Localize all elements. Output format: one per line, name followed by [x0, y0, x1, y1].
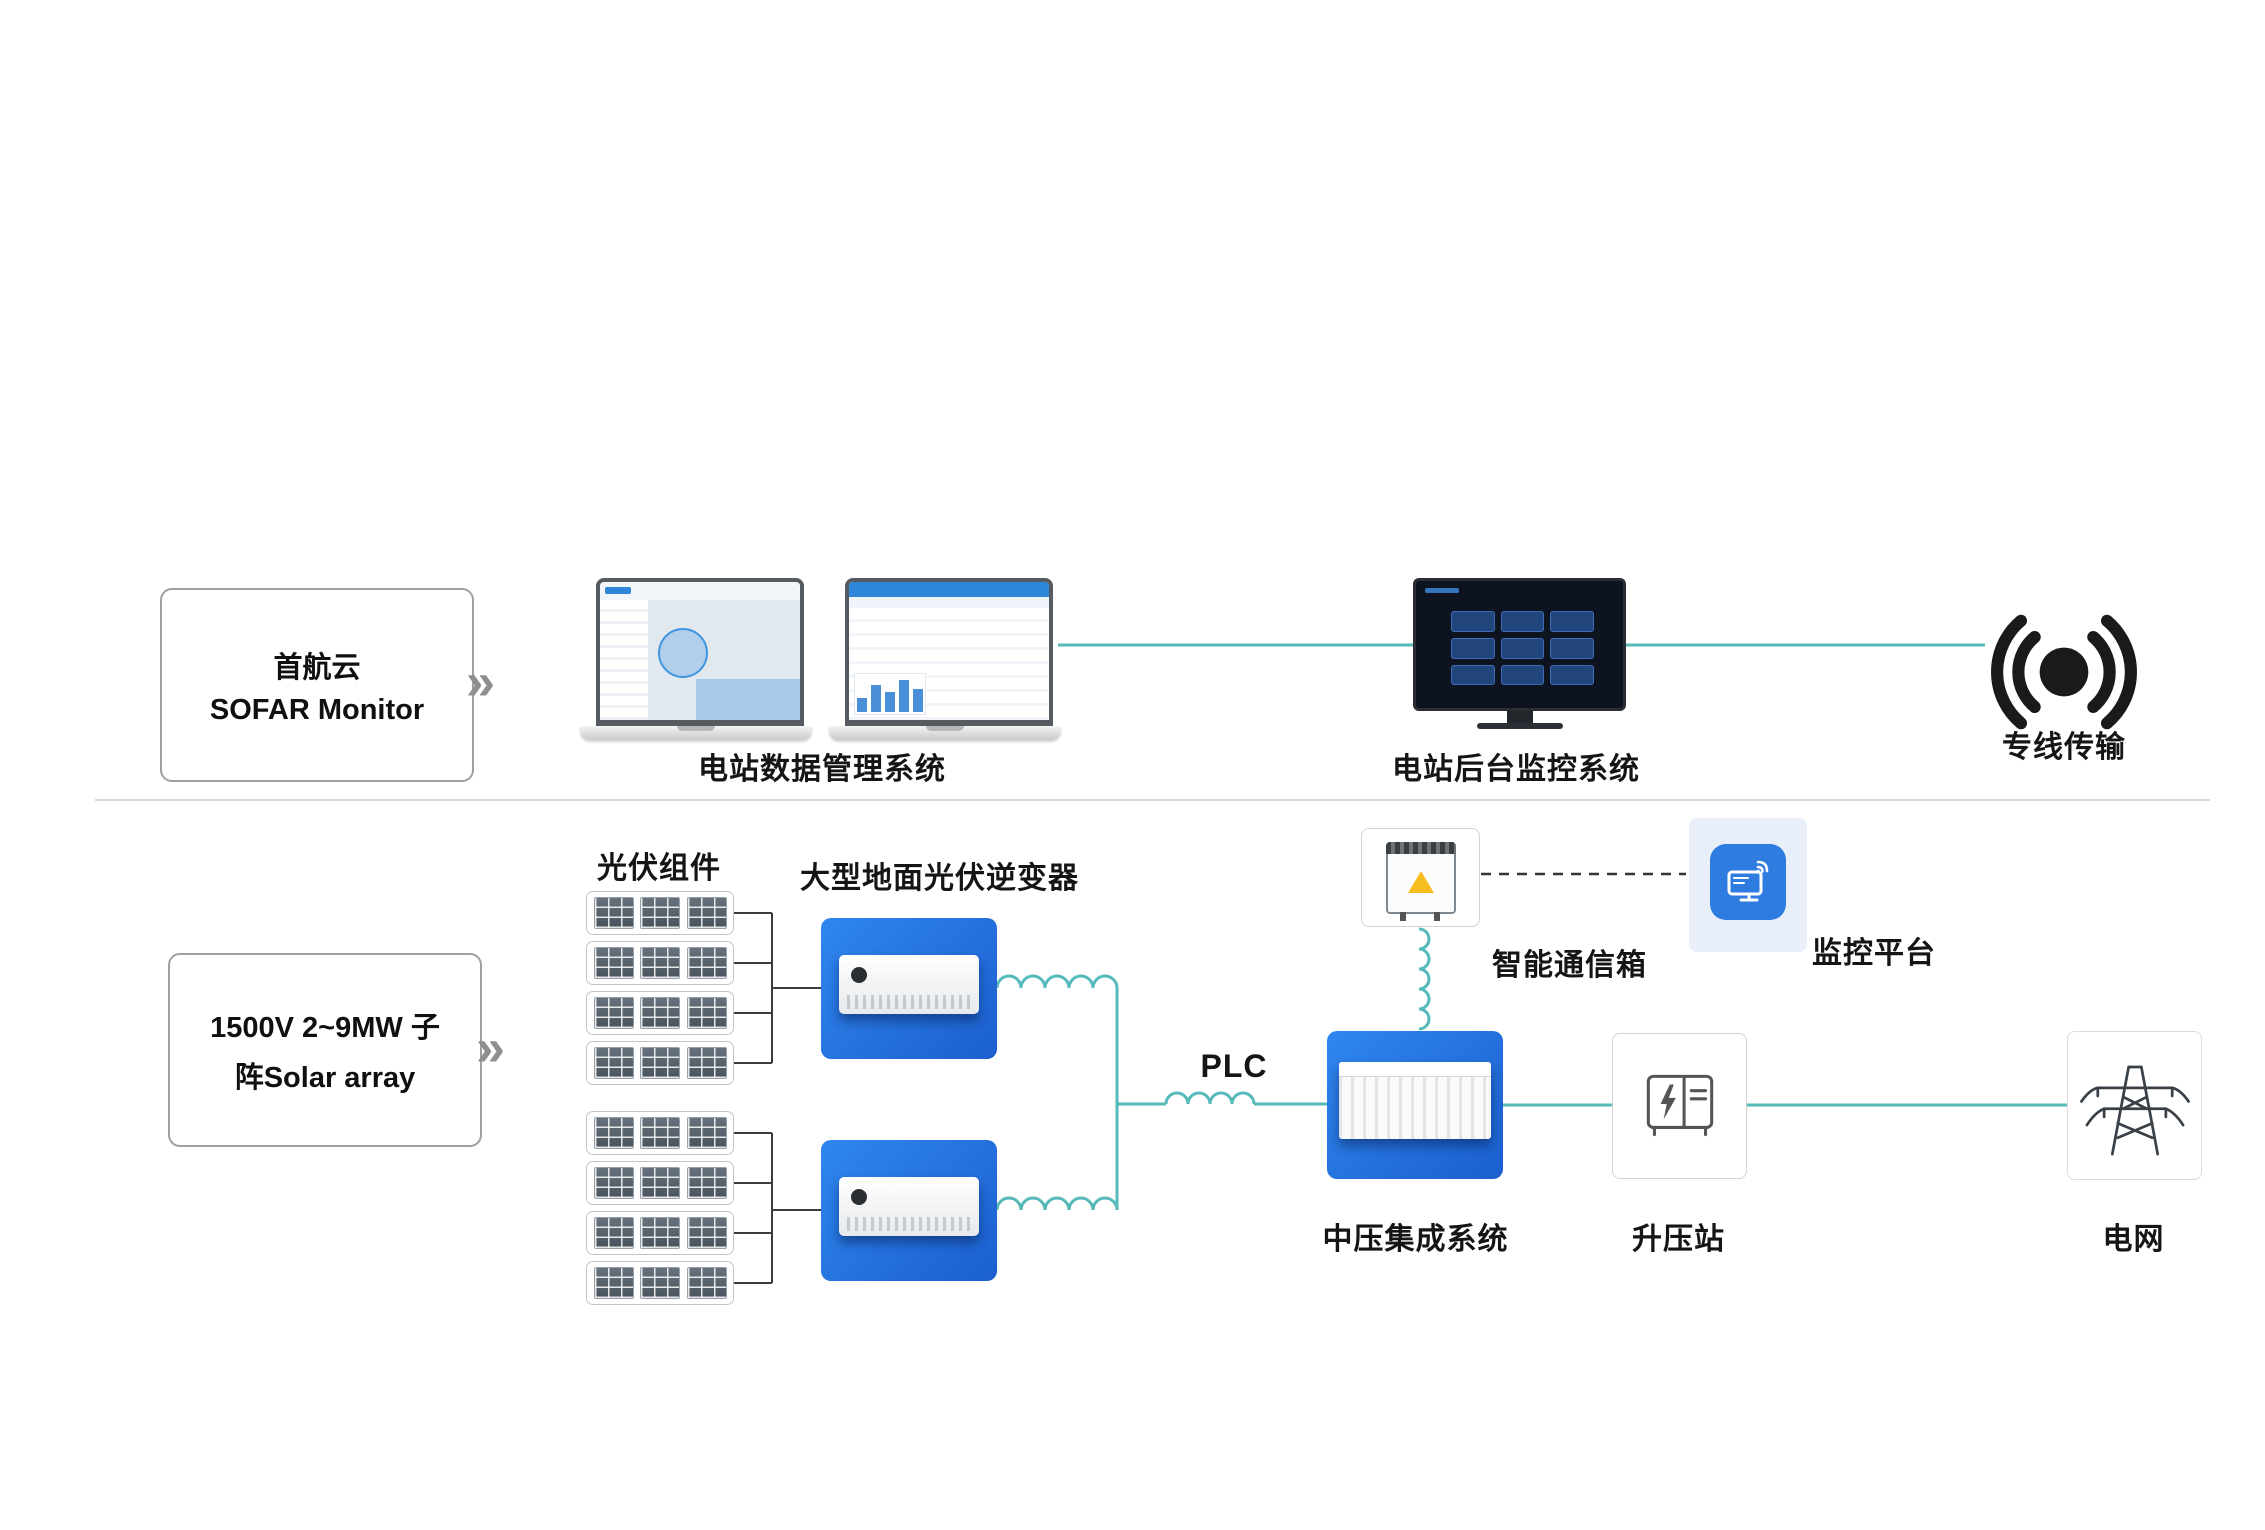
sofar-box-line1: 首航云 [273, 651, 361, 684]
pv-module-row [586, 941, 734, 985]
solar-panel-icon [640, 947, 680, 979]
pv-inverter-2 [821, 1140, 997, 1281]
laptop1-base [580, 726, 812, 740]
laptop1-bottom-panel [696, 679, 800, 720]
monitor-screen [1413, 578, 1626, 711]
solar-panel-icon [686, 947, 727, 979]
platform-label: 监控平台 [1812, 937, 1936, 970]
solar-box-line1: 1500V 2~9MW 子 [210, 1012, 440, 1044]
monitor-logo [1425, 588, 1459, 593]
inverter-label: 大型地面光伏逆变器 [800, 862, 1079, 895]
solar-panel-icon [593, 1167, 634, 1199]
solar-panel-icon [593, 997, 634, 1029]
transmission-label: 专线传输 [2002, 731, 2126, 764]
laptop1-toolbar [600, 582, 800, 601]
backend-monitor-label: 电站后台监控系统 [1392, 753, 1640, 786]
monitoring-platform-tile [1689, 818, 1807, 952]
sofar-box-line2: SOFAR Monitor [209, 693, 425, 726]
laptop-data-management-1 [580, 578, 828, 740]
wireless-transmission-icon [1991, 614, 2137, 730]
laptop1-map-view [600, 600, 800, 720]
solar-panel-icon [686, 1047, 727, 1079]
pv-modules-label: 光伏组件 [597, 852, 721, 885]
solar-panel-icon [593, 947, 634, 979]
solar-panel-icon [640, 1047, 680, 1079]
mv-system-label: 中压集成系统 [1322, 1223, 1509, 1256]
data-management-label: 电站数据管理系统 [698, 753, 946, 786]
pv-module-row [586, 891, 734, 935]
solar-panel-icon [686, 1117, 727, 1149]
solar-box-line2: 阵Solar array [234, 1062, 416, 1094]
plc-label: PLC [1200, 1048, 1268, 1084]
boost-station-label: 升压站 [1632, 1223, 1725, 1256]
laptop1-screen [596, 578, 804, 726]
laptop-data-management-2 [829, 578, 1077, 740]
solar-panel-icon [640, 997, 680, 1029]
laptop2-bar-chart [854, 673, 926, 715]
solar-panel-icon [593, 897, 634, 929]
solar-panel-icon [686, 997, 727, 1029]
boost-station-icon [1646, 1074, 1713, 1137]
monitor-button-grid [1451, 611, 1595, 686]
laptop2-base [829, 726, 1061, 740]
pv-module-row [586, 1261, 734, 1305]
solar-panel-icon [593, 1117, 634, 1149]
coil-comm-box [1418, 927, 1431, 1031]
solar-panel-icon [686, 1217, 727, 1249]
coil-plc [1164, 1091, 1256, 1105]
solar-panel-icon [640, 1117, 680, 1149]
sofar-monitor-box: 首航云 SOFAR Monitor [160, 588, 474, 782]
solar-array-box: 1500V 2~9MW 子 阵Solar array [168, 953, 482, 1147]
laptop1-list-panel [600, 600, 649, 720]
solar-panel-icon [640, 897, 680, 929]
solar-panel-icon [640, 1167, 680, 1199]
comm-cabinet-legs [1399, 911, 1406, 921]
solar-panel-icon [686, 1167, 727, 1199]
monitor-foot [1476, 723, 1563, 729]
transmission-tower-icon [2079, 1065, 2190, 1155]
pv-inverter-1 [821, 918, 997, 1059]
coil-inverter2 [995, 1196, 1119, 1211]
grid-label: 电网 [2102, 1223, 2165, 1256]
solar-panel-icon [686, 897, 727, 929]
chevron-right-icon: » [466, 653, 495, 711]
solar-panel-icon [593, 1267, 634, 1299]
laptop2-header-bar [849, 582, 1049, 597]
solar-panel-icon [640, 1217, 680, 1249]
inverter-device-icon [838, 1176, 980, 1236]
boost-station [1612, 1033, 1747, 1179]
solar-panel-icon [640, 1267, 680, 1299]
section-divider [95, 799, 2210, 801]
pv-string-lines-group2 [734, 1132, 821, 1284]
smart-comm-box [1361, 828, 1480, 927]
pv-module-row [586, 1161, 734, 1205]
coil-inverter1 [995, 974, 1119, 989]
monitor-wifi-icon [1727, 860, 1769, 902]
pv-module-row [586, 991, 734, 1035]
inverter-device-icon [838, 954, 980, 1014]
mv-integration-system [1327, 1031, 1503, 1179]
comm-box-label: 智能通信箱 [1492, 949, 1647, 982]
transmission-area [1988, 596, 2140, 753]
pv-string-lines-group1 [734, 912, 821, 1064]
monitoring-platform-icon [1710, 844, 1786, 920]
solar-panel-icon [593, 1047, 634, 1079]
warning-triangle-icon [1407, 870, 1434, 893]
pv-module-row [586, 1041, 734, 1085]
monitor-stand [1506, 711, 1533, 723]
pv-module-row [586, 1211, 734, 1255]
power-grid [2067, 1031, 2202, 1180]
comm-cabinet-heatsink [1385, 841, 1456, 854]
backend-monitor [1413, 578, 1626, 729]
chevron-right-icon: » [476, 1019, 505, 1077]
solar-panel-icon [686, 1267, 727, 1299]
map-marker-icon [658, 628, 708, 678]
pv-module-row [586, 1111, 734, 1155]
solar-panel-icon [593, 1217, 634, 1249]
laptop2-screen [845, 578, 1053, 726]
container-device-icon [1339, 1062, 1491, 1140]
comm-cabinet-icon [1385, 841, 1456, 921]
